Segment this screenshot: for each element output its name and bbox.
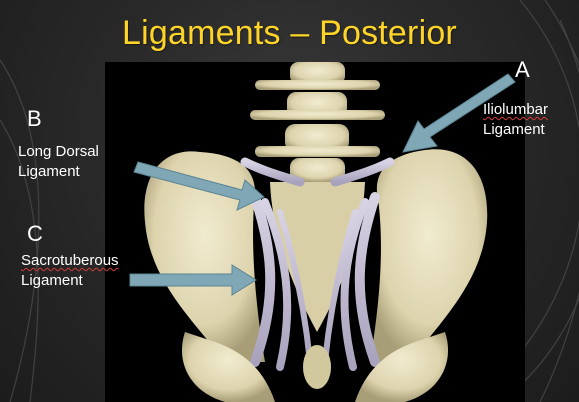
lumbar-vertebrae bbox=[250, 62, 385, 182]
label-a-text: Iliolumbar Ligament bbox=[483, 100, 548, 140]
pelvis-illustration bbox=[105, 62, 525, 402]
label-c-letter: C bbox=[27, 221, 43, 247]
label-b-line2: Ligament bbox=[18, 162, 99, 182]
pelvis-ligament-image bbox=[105, 62, 525, 402]
label-c-line2: Ligament bbox=[21, 271, 119, 291]
label-a-line2: Ligament bbox=[483, 120, 548, 140]
label-c-text: Sacrotuberous Ligament bbox=[21, 251, 119, 291]
label-b-text: Long Dorsal Ligament bbox=[18, 142, 99, 182]
label-b-line1: Long Dorsal bbox=[18, 142, 99, 162]
left-iliac-wing bbox=[144, 151, 265, 362]
label-a-letter: A bbox=[515, 57, 530, 83]
slide-title: Ligaments – Posterior bbox=[0, 14, 579, 53]
label-c-line1: Sacrotuberous bbox=[21, 251, 119, 271]
label-a-line1: Iliolumbar bbox=[483, 100, 548, 120]
label-b-letter: B bbox=[27, 106, 42, 132]
coccyx bbox=[303, 345, 331, 389]
right-iliac-wing bbox=[370, 149, 487, 362]
